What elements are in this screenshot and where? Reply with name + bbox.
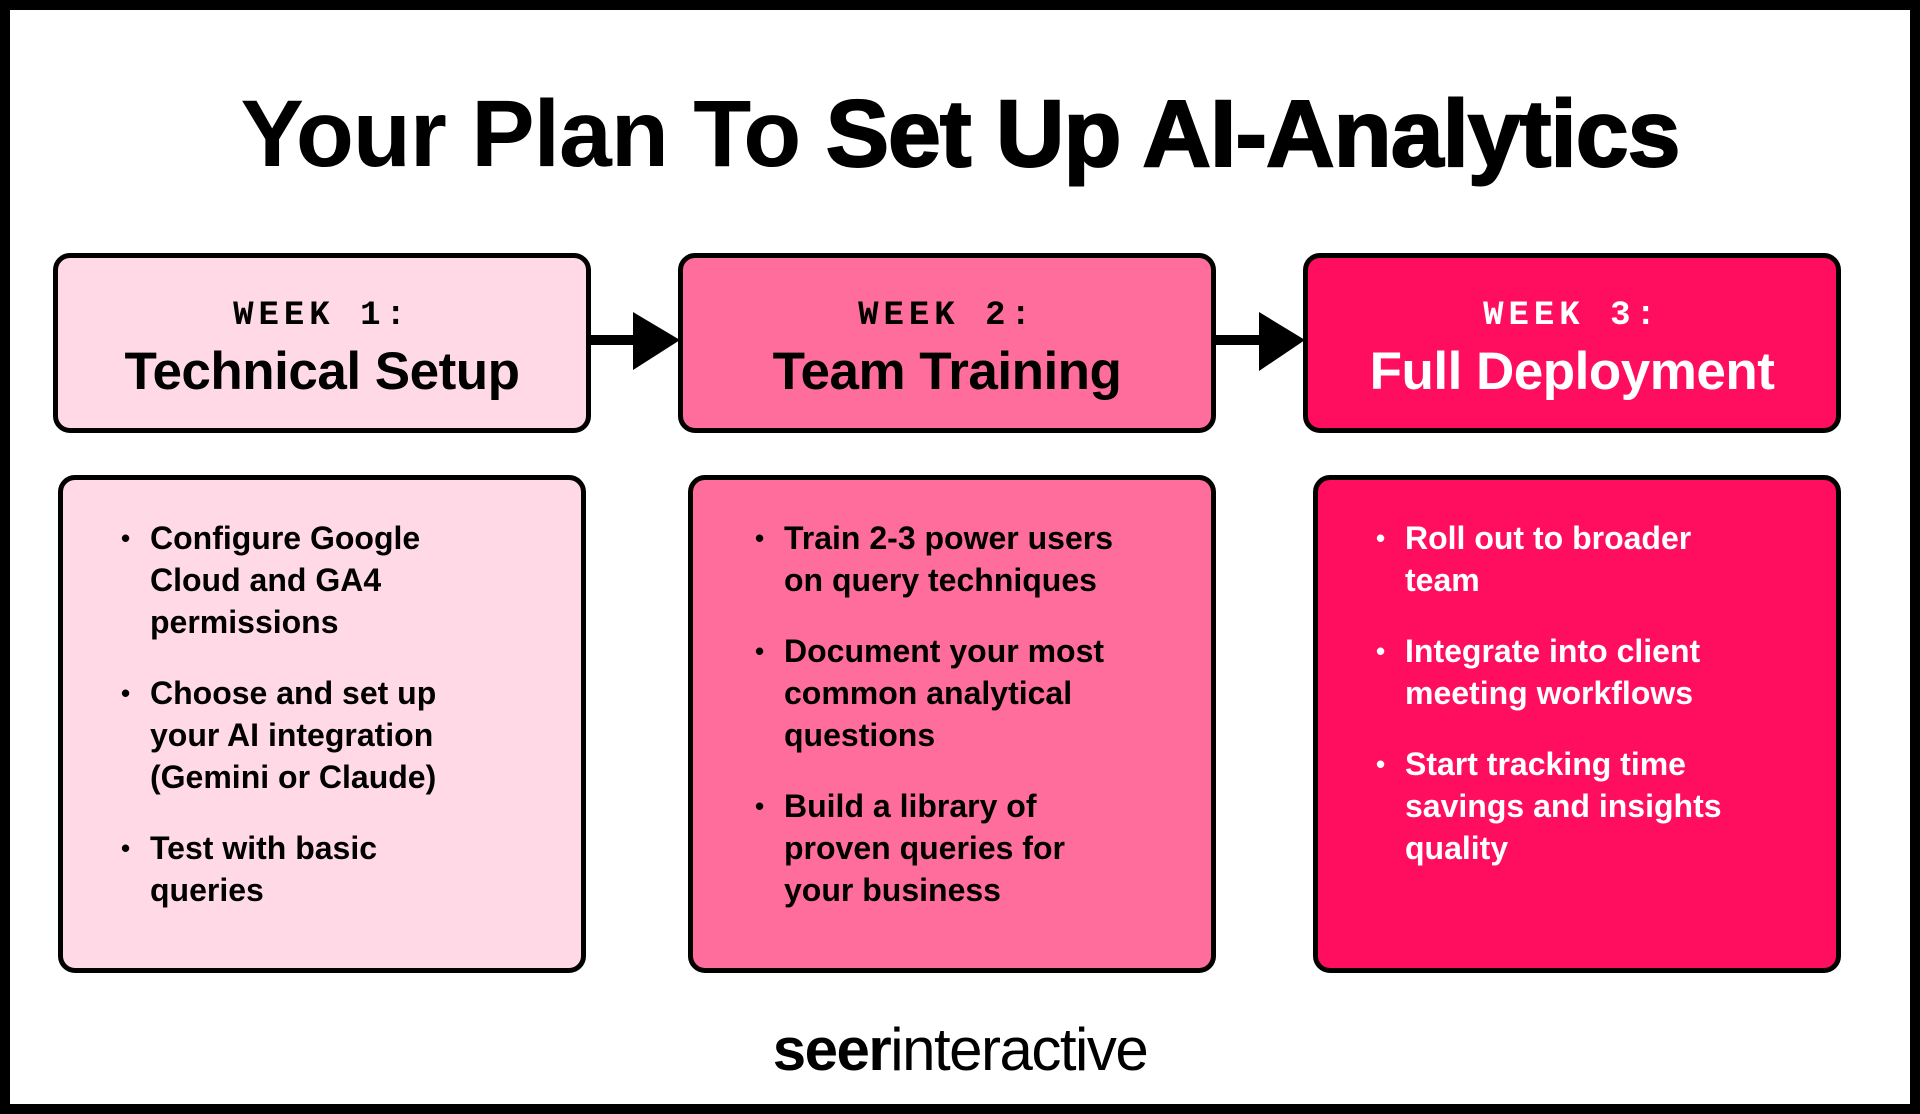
task-text: Train 2-3 power users on query technique… (784, 520, 1114, 598)
bullet-icon: • (1376, 749, 1386, 779)
title-emphasis: Set Up AI-Analytics (825, 81, 1682, 187)
week-2-label: WEEK 2: (858, 297, 1036, 335)
bullet-icon: • (121, 833, 131, 863)
week-1-header: WEEK 1: Technical Setup (53, 253, 591, 433)
task-text: Test with basic queries (150, 830, 378, 908)
week-1-task-list: • Configure Google Cloud and GA4 permissi… (121, 517, 437, 940)
task-item: • Integrate into client meeting workflows (1376, 630, 1722, 714)
week-1-label: WEEK 1: (233, 297, 411, 335)
week-2-task-list: • Train 2-3 power users on query techniqu… (755, 517, 1114, 940)
seer-interactive-logo: seerinteractive (0, 1010, 1920, 1090)
week-3-title: Full Deployment (1369, 342, 1775, 401)
task-text: Build a library of proven queries for yo… (784, 788, 1065, 908)
bullet-icon: • (1376, 636, 1386, 666)
week-3-tasks: • Roll out to broader team • Integrate int… (1313, 475, 1841, 973)
bullet-icon: • (755, 636, 765, 666)
logo-seer: seer (772, 1016, 892, 1083)
bullet-icon: • (755, 523, 765, 553)
task-text: Choose and set up your AI integration (G… (150, 675, 437, 795)
bullet-icon: • (1376, 523, 1386, 553)
task-item: • Roll out to broader team (1376, 517, 1722, 601)
task-text: Integrate into client meeting workflows (1405, 633, 1701, 711)
arrow-right-icon (1212, 312, 1305, 371)
week-3-task-list: • Roll out to broader team • Integrate int… (1376, 517, 1722, 898)
bullet-icon: • (755, 791, 765, 821)
task-item: • Choose and set up your AI integration (… (121, 672, 437, 798)
week-2-title: Team Training (772, 342, 1122, 401)
arrow-right-icon (588, 312, 680, 370)
task-item: • Configure Google Cloud and GA4 permissi… (121, 517, 436, 643)
week-2-tasks: • Train 2-3 power users on query techniqu… (688, 475, 1216, 973)
bullet-icon: • (121, 678, 131, 708)
task-text: Start tracking time savings and insights… (1405, 746, 1722, 866)
week-1-tasks: • Configure Google Cloud and GA4 permissi… (58, 475, 586, 973)
logo-interactive: interactive (890, 1016, 1148, 1083)
task-item: • Test with basic queries (121, 827, 436, 911)
page-title: Your Plan To Set Up AI-Analytics (0, 81, 1920, 187)
task-text: Roll out to broader team (1405, 520, 1692, 598)
week-3-header: WEEK 3: Full Deployment (1303, 253, 1841, 433)
week-3-label: WEEK 3: (1483, 297, 1661, 335)
bullet-icon: • (121, 523, 131, 553)
week-2-header: WEEK 2: Team Training (678, 253, 1216, 433)
task-text: Document your most common analytical que… (784, 633, 1105, 753)
task-item: • Build a library of proven queries for y… (755, 785, 1113, 911)
task-text: Configure Google Cloud and GA4 permissio… (150, 520, 421, 640)
title-lead: Your Plan To (240, 81, 826, 187)
task-item: • Start tracking time savings and insight… (1376, 743, 1722, 869)
task-item: • Document your most common analytical qu… (755, 630, 1113, 756)
task-item: • Train 2-3 power users on query techniqu… (755, 517, 1114, 601)
week-1-title: Technical Setup (124, 342, 521, 401)
